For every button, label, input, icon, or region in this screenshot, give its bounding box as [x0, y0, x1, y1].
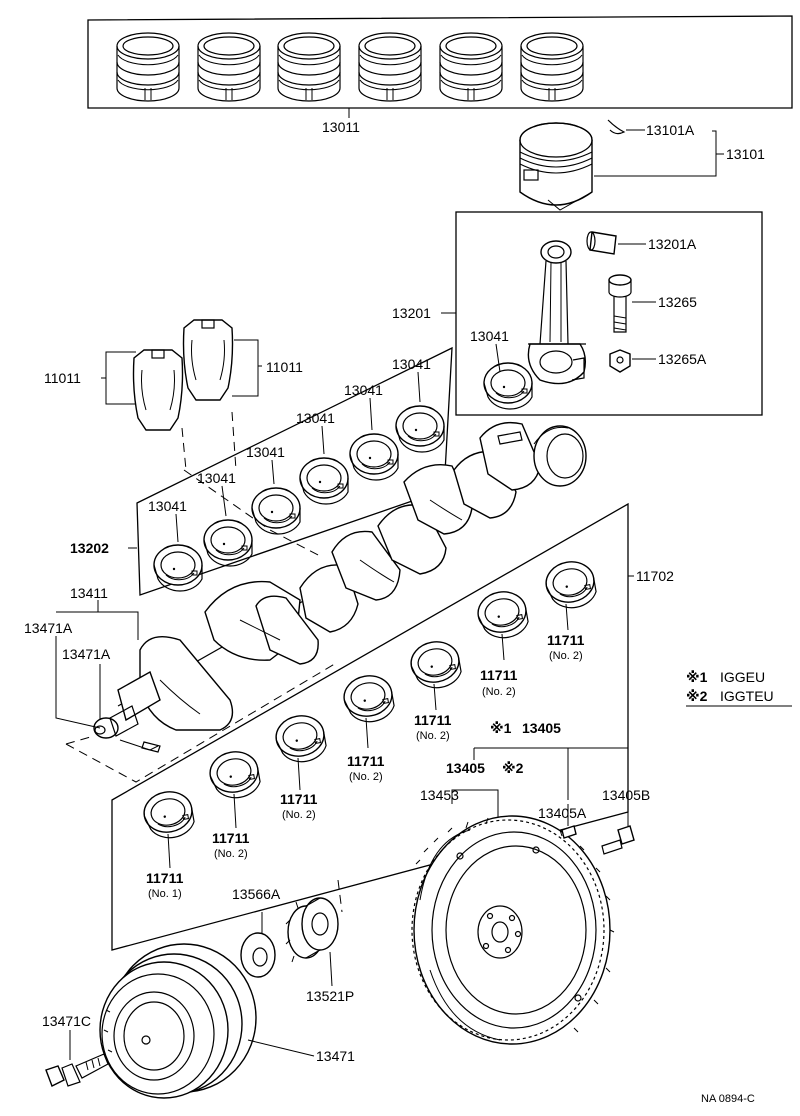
label-timing-pulley: 13521P [306, 988, 354, 1004]
flywheel-group: ※1 13405 13405 ※2 13453 13405A [411, 720, 650, 1045]
label-conrod-bearing-set: 13202 [70, 540, 109, 556]
diagram-code: NA 0894-C [701, 1093, 755, 1105]
label-crank-key-a: 13471A [24, 620, 73, 636]
label-crank-pulley: 13471 [316, 1048, 355, 1064]
legend-mark-2: ※2 [686, 688, 708, 704]
label-main-bearing-2: 11711 [480, 667, 518, 683]
label-pulley-bolt: 13471C [42, 1013, 91, 1029]
label-thrust-washer-right: 11011 [266, 359, 303, 375]
crankshaft: 13411 13471A 13471A [24, 421, 587, 783]
label-ring-gear: 13453 [420, 787, 459, 803]
note-main-bearing-3: (No. 2) [416, 730, 450, 742]
legend-code-2: IGGTEU [720, 688, 774, 704]
connecting-rod-group: 13201 13201A 13265 13265A 13041 [392, 211, 763, 416]
label-crankshaft: 13411 [70, 585, 108, 601]
label-bearing-2: 13041 [197, 470, 236, 486]
label-flywheel-pin: 13405A [538, 805, 587, 821]
legend-code-1: IGGEU [720, 669, 765, 685]
note-main-bearing-7: (No. 1) [148, 888, 182, 900]
label-thrust-washer-left: 11011 [44, 370, 81, 386]
label-flywheel-bolt: 13405B [602, 787, 650, 803]
note-main-bearing-2: (No. 2) [482, 686, 516, 698]
legend: ※1 IGGEU ※2 IGGTEU [686, 669, 792, 707]
note-main-bearing-5: (No. 2) [282, 809, 316, 821]
label-piston-pin-snap: 13101A [646, 122, 695, 138]
thrust-washers: 11011 11011 [44, 319, 303, 471]
flywheel-mark-2: ※2 [502, 760, 524, 776]
label-flywheel-alt: 13405 [446, 760, 485, 776]
label-conrod-sub: 13201 [392, 305, 431, 321]
label-crank-washer: 13566A [232, 886, 281, 902]
label-main-bearing-6: 11711 [212, 830, 250, 846]
note-main-bearing-1: (No. 2) [549, 650, 583, 662]
label-bearing-5: 13041 [344, 382, 383, 398]
label-main-bearing-set: 11702 [636, 568, 674, 584]
timing-pulley-group: 13566A 13521P [232, 879, 354, 1004]
label-main-bearing-3: 11711 [414, 712, 452, 728]
label-bearing-3: 13041 [246, 444, 285, 460]
label-conrod-nut: 13265A [658, 351, 707, 367]
note-main-bearing-4: (No. 2) [349, 771, 383, 783]
label-bearing-4: 13041 [296, 410, 335, 426]
label-bearing-6: 13041 [392, 356, 431, 372]
label-piston-sub: 13101 [726, 146, 765, 162]
label-main-bearing-7: 11711 [146, 870, 184, 886]
piston: 13101A 13101 [519, 119, 765, 211]
note-main-bearing-6: (No. 2) [214, 848, 248, 860]
legend-mark-1: ※1 [686, 669, 708, 685]
label-bearing-1: 13041 [148, 498, 187, 514]
label-conrod-bearing-main: 13041 [470, 328, 509, 344]
label-flywheel: 13405 [522, 720, 561, 736]
label-conrod-bolt: 13265 [658, 294, 697, 310]
piston-ring-set: 13011 [87, 15, 793, 135]
label-crank-key-b: 13471A [62, 646, 111, 662]
label-piston-ring-set: 13011 [322, 119, 360, 135]
label-main-bearing-5: 11711 [280, 791, 318, 807]
label-conrod-bush: 13201A [648, 236, 697, 252]
label-main-bearing-1: 11711 [547, 632, 585, 648]
flywheel-mark-1: ※1 [490, 720, 512, 736]
label-main-bearing-4: 11711 [347, 753, 385, 769]
crank-pulley-group: 13471 13471C [42, 943, 355, 1099]
